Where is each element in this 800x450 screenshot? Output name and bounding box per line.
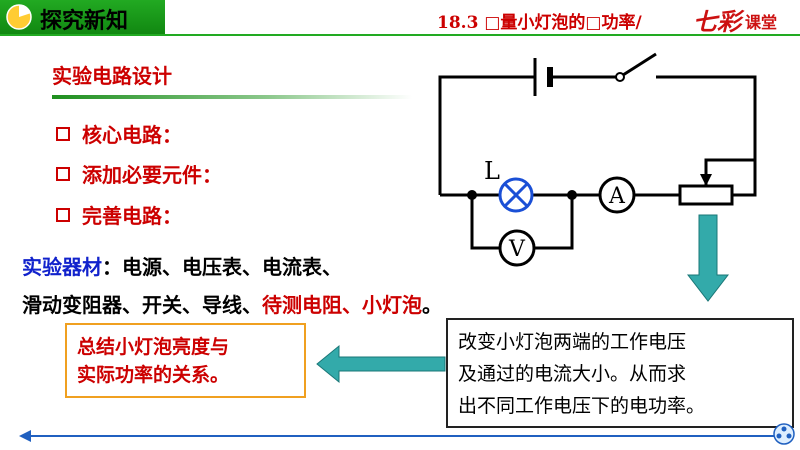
bullet-complete-circuit: 完善电路： bbox=[56, 200, 182, 229]
summary-box: 总结小灯泡亮度与 实际功率的关系。 bbox=[65, 323, 306, 398]
materials-list-2: 滑动变阻器、开关、导线、 bbox=[22, 293, 262, 317]
materials-highlight: 待测电阻、小灯泡 bbox=[262, 293, 422, 317]
wire-top-left bbox=[438, 75, 535, 195]
voltmeter-symbol: V bbox=[498, 229, 536, 267]
rheostat-symbol bbox=[678, 174, 734, 206]
section-underline bbox=[52, 95, 412, 99]
materials-line-1: 实验器材：电源、电压表、电流表、 bbox=[22, 248, 442, 286]
description-line-3: 出不同工作电压下的电功率。 bbox=[458, 395, 706, 417]
bullet-add-components: 添加必要元件： bbox=[56, 159, 222, 188]
arrow-left-icon bbox=[316, 344, 446, 384]
wire-top-right bbox=[656, 75, 757, 197]
wire-voltmeter-branch bbox=[470, 195, 574, 250]
circuit-diagram: A V bbox=[438, 52, 757, 267]
summary-line-2: 实际功率的关系。 bbox=[77, 364, 230, 386]
bullet-label: 完善电路： bbox=[82, 204, 182, 228]
materials-line-2: 滑动变阻器、开关、导线、待测电阻、小灯泡。 bbox=[22, 286, 442, 324]
checkbox-square-icon bbox=[56, 166, 70, 181]
bullet-label: 核心电路： bbox=[82, 123, 182, 147]
checkbox-square-icon bbox=[56, 207, 70, 222]
materials-end: 。 bbox=[422, 293, 442, 317]
voltmeter-label: V bbox=[508, 237, 526, 262]
bullet-label: 添加必要元件： bbox=[82, 163, 222, 187]
arrow-down-icon bbox=[686, 214, 730, 302]
page-title: 探究新知 bbox=[40, 9, 129, 34]
summary-line-1: 总结小灯泡亮度与 bbox=[77, 336, 230, 358]
switch-lever bbox=[622, 52, 657, 77]
checkbox-square-icon bbox=[56, 126, 70, 141]
bottom-progress-line bbox=[25, 435, 775, 437]
junction-dot bbox=[467, 190, 477, 200]
ammeter-symbol: A bbox=[598, 176, 636, 214]
arrow-left-small-icon[interactable] bbox=[18, 429, 32, 443]
description-line-1: 改变小灯泡两端的工作电压 bbox=[458, 331, 687, 353]
logo-subtext: 课堂 bbox=[745, 13, 778, 32]
description-line-2: 及通过的电流大小。从而求 bbox=[458, 363, 687, 385]
materials-text: 实验器材：电源、电压表、电流表、 滑动变阻器、开关、导线、待测电阻、小灯泡。 bbox=[22, 248, 442, 324]
logo-text: 七彩 bbox=[693, 7, 741, 36]
lamp-label: L bbox=[484, 157, 500, 185]
materials-label: 实验器材 bbox=[22, 255, 102, 279]
lesson-title: 18.3 □量小灯泡的□功率/ bbox=[437, 13, 642, 33]
pie-chart-icon bbox=[6, 4, 32, 30]
wire-slider bbox=[704, 158, 755, 185]
film-reel-icon[interactable] bbox=[772, 422, 796, 446]
switch-contact bbox=[615, 72, 625, 82]
materials-list-1: ：电源、电压表、电流表、 bbox=[102, 255, 342, 279]
ammeter-label: A bbox=[608, 184, 626, 209]
junction-dot bbox=[567, 190, 577, 200]
lamp-symbol bbox=[498, 177, 534, 213]
bullet-core-circuit: 核心电路： bbox=[56, 119, 182, 148]
description-box: 改变小灯泡两端的工作电压 及通过的电流大小。从而求 出不同工作电压下的电功率。 bbox=[446, 318, 794, 428]
header-divider bbox=[0, 34, 800, 36]
section-title: 实验电路设计 bbox=[52, 64, 172, 88]
